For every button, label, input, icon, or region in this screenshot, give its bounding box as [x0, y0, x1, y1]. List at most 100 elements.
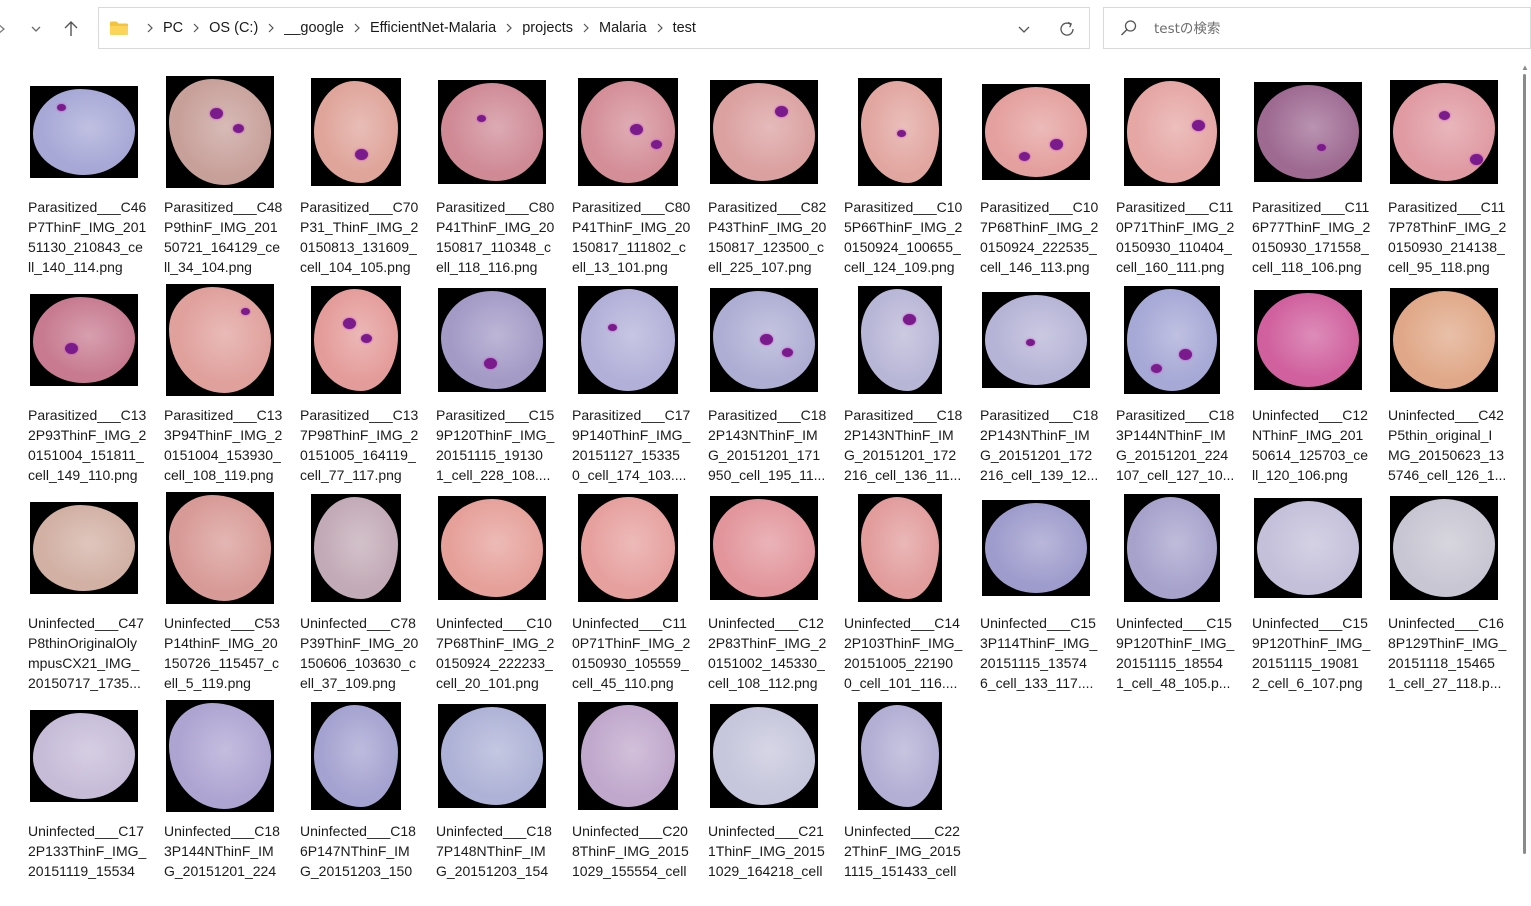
- file-item[interactable]: Parasitized___C13 2P93ThinF_IMG_2 015100…: [22, 282, 152, 490]
- breadcrumb-item[interactable]: PC: [163, 20, 184, 36]
- chevron-right-icon: [192, 23, 200, 33]
- file-item[interactable]: Parasitized___C13 7P98ThinF_IMG_2 015100…: [294, 282, 424, 490]
- breadcrumb-item[interactable]: test: [672, 20, 696, 36]
- parasite-stain: [1178, 348, 1192, 360]
- file-item[interactable]: Uninfected___C47 P8thinOriginalOly mpusC…: [22, 490, 152, 698]
- file-item[interactable]: Parasitized___C18 2P143NThinF_IM G_20151…: [702, 282, 832, 490]
- image-thumbnail: [1124, 494, 1220, 602]
- file-item[interactable]: Uninfected___C53 P14thinF_IMG_20 150726_…: [158, 490, 288, 698]
- file-item[interactable]: Uninfected___C21 1ThinF_IMG_2015 1029_16…: [702, 698, 832, 906]
- file-item[interactable]: Parasitized___C80 P41ThinF_IMG_20 150817…: [566, 74, 696, 282]
- parasite-stain: [774, 106, 788, 117]
- file-item[interactable]: Parasitized___C46 P7ThinF_IMG_201 51130_…: [22, 74, 152, 282]
- parasite-stain: [630, 124, 643, 136]
- refresh-button[interactable]: [1055, 17, 1079, 41]
- chevron-down-icon: [31, 26, 41, 32]
- thumbnail-frame: [572, 282, 684, 398]
- file-item[interactable]: Parasitized___C11 7P78ThinF_IMG_2 015093…: [1382, 74, 1512, 282]
- image-thumbnail: [30, 710, 138, 802]
- file-item[interactable]: Uninfected___C22 2ThinF_IMG_2015 1115_15…: [838, 698, 968, 906]
- recent-locations-button[interactable]: [22, 14, 50, 44]
- breadcrumb-item[interactable]: __google: [284, 20, 344, 36]
- file-item[interactable]: Uninfected___C10 7P68ThinF_IMG_2 0150924…: [430, 490, 560, 698]
- file-item[interactable]: Parasitized___C17 9P140ThinF_IMG_ 201511…: [566, 282, 696, 490]
- file-item[interactable]: Uninfected___C18 6P147NThinF_IM G_201512…: [294, 698, 424, 906]
- file-name: Uninfected___C14 2P103ThinF_IMG_ 2015100…: [844, 615, 963, 691]
- scroll-up-arrow-icon[interactable]: ▲: [1521, 63, 1529, 72]
- file-item[interactable]: Uninfected___C17 2P133ThinF_IMG_ 2015111…: [22, 698, 152, 906]
- file-item[interactable]: Uninfected___C14 2P103ThinF_IMG_ 2015100…: [838, 490, 968, 698]
- file-item[interactable]: Uninfected___C12 NThinF_IMG_201 50614_12…: [1246, 282, 1376, 490]
- blood-cell-image: [581, 497, 675, 599]
- breadcrumb-item[interactable]: projects: [522, 20, 574, 36]
- file-item[interactable]: Uninfected___C18 3P144NThinF_IM G_201512…: [158, 698, 288, 906]
- vertical-scrollbar[interactable]: ▲: [1519, 60, 1531, 878]
- blood-cell-image: [1127, 81, 1217, 183]
- thumbnail-frame: [572, 74, 684, 190]
- file-item[interactable]: Uninfected___C15 9P120ThinF_IMG_ 2015111…: [1246, 490, 1376, 698]
- image-thumbnail: [30, 502, 138, 594]
- blood-cell-image: [314, 497, 398, 599]
- file-item[interactable]: Parasitized___C11 0P71ThinF_IMG_2 015093…: [1110, 74, 1240, 282]
- parasite-stain: [1316, 144, 1326, 151]
- blood-cell-image: [1127, 289, 1217, 391]
- file-item[interactable]: Parasitized___C13 3P94ThinF_IMG_2 015100…: [158, 282, 288, 490]
- file-item[interactable]: Uninfected___C15 3P114ThinF_IMG_ 2015111…: [974, 490, 1104, 698]
- arrow-up-icon: [64, 21, 78, 36]
- file-item[interactable]: Parasitized___C80 P41ThinF_IMG_20 150817…: [430, 74, 560, 282]
- image-thumbnail: [858, 494, 942, 602]
- parasite-stain: [484, 357, 498, 369]
- file-item[interactable]: Parasitized___C18 2P143NThinF_IM G_20151…: [838, 282, 968, 490]
- file-item[interactable]: Uninfected___C12 2P83ThinF_IMG_2 0151002…: [702, 490, 832, 698]
- blood-cell-image: [1257, 85, 1359, 179]
- up-button[interactable]: [57, 14, 85, 44]
- search-icon: [1121, 20, 1137, 36]
- file-name: Parasitized___C15 9P120ThinF_IMG_ 201511…: [436, 407, 555, 483]
- file-item[interactable]: Uninfected___C15 9P120ThinF_IMG_ 2015111…: [1110, 490, 1240, 698]
- breadcrumb-item[interactable]: EfficientNet-Malaria: [369, 20, 497, 36]
- forward-button[interactable]: [0, 14, 16, 44]
- blood-cell-image: [314, 81, 398, 183]
- file-item[interactable]: Parasitized___C82 P43ThinF_IMG_20 150817…: [702, 74, 832, 282]
- thumbnail-frame: [1252, 282, 1364, 398]
- blood-cell-image: [985, 87, 1087, 177]
- file-item[interactable]: Parasitized___C15 9P120ThinF_IMG_ 201511…: [430, 282, 560, 490]
- file-item[interactable]: Parasitized___C10 5P66ThinF_IMG_2 015092…: [838, 74, 968, 282]
- thumbnail-frame: [28, 490, 140, 606]
- file-name: Parasitized___C11 6P77ThinF_IMG_2 015093…: [1252, 199, 1371, 275]
- file-item[interactable]: Uninfected___C78 P39ThinF_IMG_20 150606_…: [294, 490, 424, 698]
- thumbnail-frame: [980, 74, 1092, 190]
- parasite-stain: [1192, 120, 1206, 132]
- file-item[interactable]: Uninfected___C42 P5thin_original_I MG_20…: [1382, 282, 1512, 490]
- search-box[interactable]: [1103, 7, 1531, 49]
- scrollbar-thumb[interactable]: [1523, 74, 1526, 854]
- file-name: Uninfected___C18 6P147NThinF_IM G_201512…: [300, 823, 416, 879]
- thumbnail-frame: [436, 282, 548, 398]
- search-input[interactable]: [1152, 16, 1516, 42]
- file-item[interactable]: Parasitized___C70 P31_ThinF_IMG_2 015081…: [294, 74, 424, 282]
- file-item[interactable]: Uninfected___C20 8ThinF_IMG_2015 1029_15…: [566, 698, 696, 906]
- file-name: Parasitized___C13 2P93ThinF_IMG_2 015100…: [28, 407, 147, 483]
- breadcrumb-item[interactable]: Malaria: [599, 20, 647, 36]
- file-item[interactable]: Uninfected___C11 0P71ThinF_IMG_2 0150930…: [566, 490, 696, 698]
- address-bar[interactable]: PC OS (C:) __google EfficientNet-Malaria pro…: [98, 7, 1090, 49]
- image-thumbnail: [1390, 288, 1498, 392]
- thumbnail-frame: [708, 490, 820, 606]
- breadcrumb-item[interactable]: OS (C:): [209, 20, 259, 36]
- file-item[interactable]: Uninfected___C16 8P129ThinF_IMG_ 2015111…: [1382, 490, 1512, 698]
- file-item[interactable]: Parasitized___C11 6P77ThinF_IMG_2 015093…: [1246, 74, 1376, 282]
- image-thumbnail: [438, 704, 546, 808]
- file-item[interactable]: Uninfected___C18 7P148NThinF_IM G_201512…: [430, 698, 560, 906]
- blood-cell-image: [441, 499, 543, 597]
- file-item[interactable]: Parasitized___C18 3P144NThinF_IM G_20151…: [1110, 282, 1240, 490]
- file-item[interactable]: Parasitized___C18 2P143NThinF_IM G_20151…: [974, 282, 1104, 490]
- thumbnail-frame: [572, 698, 684, 814]
- file-item[interactable]: Parasitized___C48 P9thinF_IMG_201 50721_…: [158, 74, 288, 282]
- blood-cell-image: [169, 79, 271, 185]
- parasite-stain: [897, 129, 907, 137]
- address-history-button[interactable]: [1013, 18, 1035, 40]
- file-name: Uninfected___C11 0P71ThinF_IMG_2 0150930…: [572, 615, 691, 691]
- image-thumbnail: [1254, 82, 1362, 182]
- file-name: Uninfected___C21 1ThinF_IMG_2015 1029_16…: [708, 823, 825, 879]
- file-item[interactable]: Parasitized___C10 7P68ThinF_IMG_2 015092…: [974, 74, 1104, 282]
